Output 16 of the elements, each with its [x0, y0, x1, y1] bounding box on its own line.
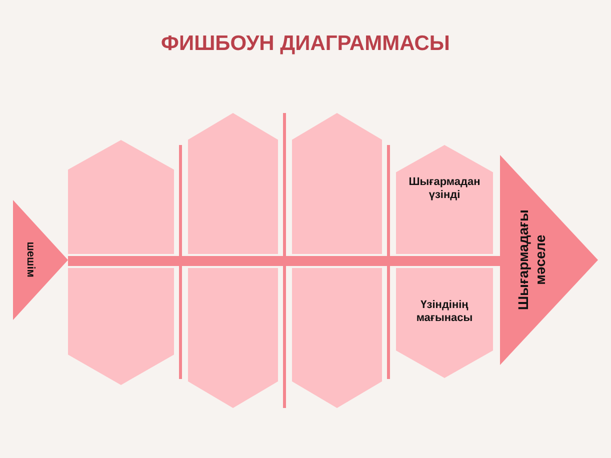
hexagon-shape: [292, 268, 382, 408]
hexagon-shape: [188, 113, 278, 254]
fish-head-shape: [500, 155, 598, 365]
node-label: Шығармадан үзінді: [408, 175, 482, 202]
node-label: Үзіндінің мағынасы: [415, 298, 474, 326]
node-label: шешім: [23, 240, 36, 280]
fish-spine: [68, 256, 500, 266]
fish-tail-shape: [13, 200, 68, 320]
hexagon-shape: [292, 113, 382, 254]
hexagon-shape: [396, 145, 493, 254]
hexagon-shape: [68, 140, 174, 254]
diagram-title: ФИШБОУН ДИАГРАММАСЫ: [160, 32, 451, 56]
hexagon-shape: [396, 268, 493, 378]
hexagon-shape: [188, 268, 278, 408]
hexagon-shape: [68, 268, 174, 385]
node-label: Шығармадағы мәселе: [516, 208, 550, 312]
